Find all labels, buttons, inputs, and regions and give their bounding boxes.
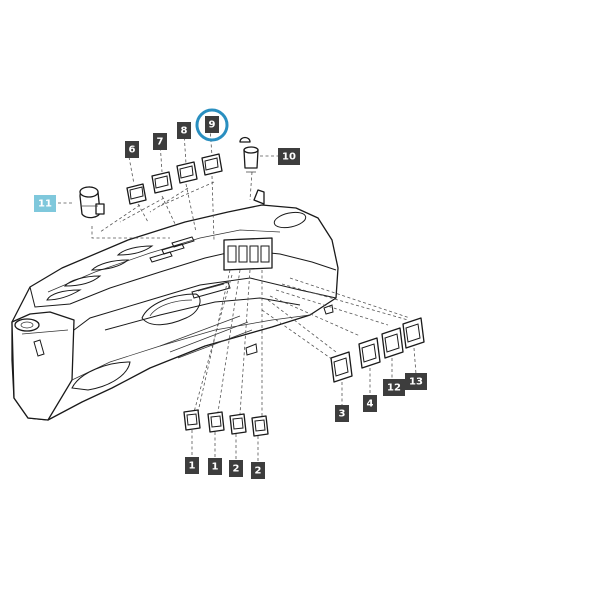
callout-label: 8 xyxy=(181,126,188,137)
callout-label: 10 xyxy=(282,152,296,163)
component-1b-switch xyxy=(207,411,225,433)
callout-box xyxy=(335,405,349,422)
callout-box xyxy=(185,457,199,474)
callout-tag-1a[interactable]: 1 xyxy=(185,457,199,474)
callout-tag-12[interactable]: 12 xyxy=(383,379,405,396)
callout-label: 1 xyxy=(189,461,196,472)
callout-tag-2b[interactable]: 2 xyxy=(251,462,265,479)
component-10-socket xyxy=(239,136,259,173)
callout-box xyxy=(153,133,167,150)
leader-lines xyxy=(58,127,417,462)
callout-label: 12 xyxy=(387,383,401,394)
component-13-switch xyxy=(402,317,425,349)
callout-label: 2 xyxy=(233,464,240,475)
callout-tag-2a[interactable]: 2 xyxy=(229,460,243,477)
callout-tags: 1 1 2 2 3 4 6 7 xyxy=(34,116,427,479)
component-6-switch xyxy=(126,183,147,205)
console-housing xyxy=(11,189,339,421)
callout-label: 3 xyxy=(339,409,346,420)
callout-tag-9[interactable]: 9 xyxy=(205,116,219,133)
callout-tag-8[interactable]: 8 xyxy=(177,122,191,139)
callout-label: 2 xyxy=(255,466,262,477)
callout-label: 13 xyxy=(409,377,423,388)
callout-box xyxy=(34,195,56,212)
callout-9-highlight-ring xyxy=(195,108,229,142)
component-2a-switch xyxy=(229,413,247,435)
component-11-socket xyxy=(79,186,105,219)
callout-label: 6 xyxy=(129,145,136,156)
callout-box xyxy=(383,379,405,396)
callout-label: 7 xyxy=(157,137,164,148)
callout-tag-11[interactable]: 11 xyxy=(34,195,56,212)
callout-tag-6[interactable]: 6 xyxy=(125,141,139,158)
callout-box xyxy=(363,395,377,412)
callout-label: 9 xyxy=(209,120,216,131)
callout-label: 1 xyxy=(212,462,219,473)
callout-tag-7[interactable]: 7 xyxy=(153,133,167,150)
callout-box xyxy=(405,373,427,390)
callout-tag-3[interactable]: 3 xyxy=(335,405,349,422)
callout-box xyxy=(229,460,243,477)
callout-tag-13[interactable]: 13 xyxy=(405,373,427,390)
callout-box xyxy=(125,141,139,158)
callout-box xyxy=(251,462,265,479)
callout-tag-4[interactable]: 4 xyxy=(363,395,377,412)
callout-box xyxy=(208,458,222,475)
component-3-switch xyxy=(330,351,353,383)
callout-box xyxy=(177,122,191,139)
callout-tag-10[interactable]: 10 xyxy=(278,148,300,165)
callout-label: 11 xyxy=(38,199,52,210)
callout-tag-1b[interactable]: 1 xyxy=(208,458,222,475)
component-9-switch xyxy=(201,153,223,176)
component-4-switch xyxy=(358,337,381,369)
component-8-switch xyxy=(176,161,198,184)
callout-label: 4 xyxy=(367,399,374,410)
component-1a-switch xyxy=(183,409,201,431)
component-7-switch xyxy=(151,171,173,194)
callout-box xyxy=(205,116,219,133)
callout-box xyxy=(278,148,300,165)
component-2b-switch xyxy=(251,415,269,437)
component-12-switch xyxy=(381,327,404,359)
